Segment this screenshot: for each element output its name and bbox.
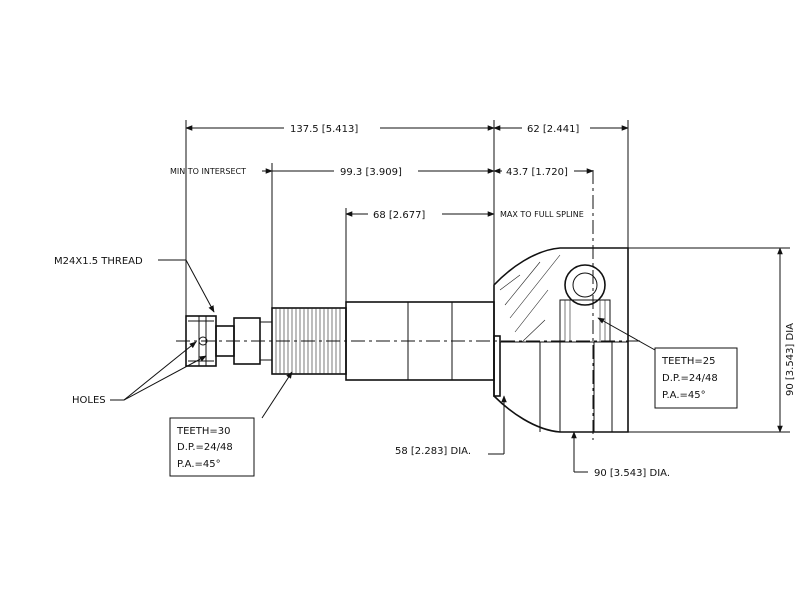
outer-race-bell — [493, 247, 629, 433]
callout-thread: M24X1.5 THREAD — [54, 256, 143, 267]
dim-90-side: 90 [3.543] DIA — [785, 323, 796, 396]
dim-full-spline-value: 68 [2.677] — [373, 210, 425, 221]
dim-overall-right: 62 [2.441] — [527, 124, 579, 135]
spec-box-left — [169, 417, 255, 477]
dim-min-intersect-label: MIN TO INTERSECT — [170, 167, 246, 176]
dim-full-spline-label: MAX TO FULL SPLINE — [500, 210, 584, 219]
dim-right-inner: 43.7 [1.720] — [506, 167, 568, 178]
dim-58-dia: 58 [2.283] DIA. — [395, 446, 471, 457]
dim-90-bottom: 90 [3.543] DIA. — [594, 468, 670, 479]
callout-holes: HOLES — [72, 395, 106, 406]
spec-left-dp: D.P.=24/48 — [177, 442, 233, 453]
dim-overall-left: 137.5 [5.413] — [290, 124, 358, 135]
spec-left-pa: P.A.=45° — [177, 459, 221, 470]
spec-right-dp: D.P.=24/48 — [662, 373, 718, 384]
spec-left-teeth: TEETH=30 — [176, 426, 230, 437]
spec-right-teeth: TEETH=25 — [661, 356, 715, 367]
dim-min-intersect-value: 99.3 [3.909] — [340, 167, 402, 178]
bell-stub — [493, 335, 501, 397]
spec-box-right — [654, 347, 738, 409]
ball-bearing-icon — [564, 264, 606, 306]
spec-right-pa: P.A.=45° — [662, 390, 706, 401]
